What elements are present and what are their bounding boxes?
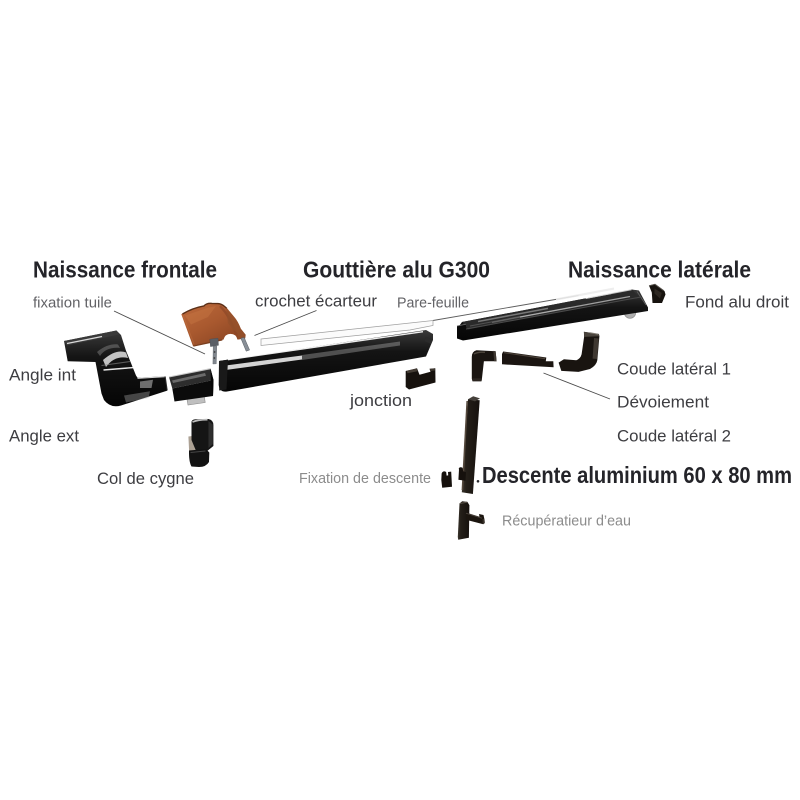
- svg-text:crochet écarteur: crochet écarteur: [255, 292, 377, 311]
- svg-text:Fixation de descente: Fixation de descente: [299, 470, 431, 487]
- svg-text:Descente aluminium 60 x 80 mm: Descente aluminium 60 x 80 mm: [482, 462, 792, 488]
- svg-text:Naissance frontale: Naissance frontale: [33, 257, 217, 283]
- svg-text:Récupératieur d’eau: Récupératieur d’eau: [502, 513, 631, 530]
- svg-text:Fond alu droit: Fond alu droit: [685, 293, 789, 312]
- svg-text:Coude latéral 1: Coude latéral 1: [617, 360, 731, 379]
- svg-text:Col de cygne: Col de cygne: [97, 469, 194, 488]
- svg-text:Naissance latérale: Naissance latérale: [568, 257, 751, 283]
- svg-text:Pare-feuille: Pare-feuille: [397, 295, 469, 312]
- svg-text:Dévoiement: Dévoiement: [617, 393, 709, 412]
- svg-text:Gouttière alu G300: Gouttière alu G300: [303, 257, 490, 283]
- svg-text:Angle int: Angle int: [9, 366, 76, 385]
- svg-text:fixation tuile: fixation tuile: [33, 295, 112, 312]
- svg-text:jonction: jonction: [349, 391, 412, 410]
- svg-text:Angle ext: Angle ext: [9, 427, 79, 446]
- svg-text:Coude latéral 2: Coude latéral 2: [617, 427, 731, 446]
